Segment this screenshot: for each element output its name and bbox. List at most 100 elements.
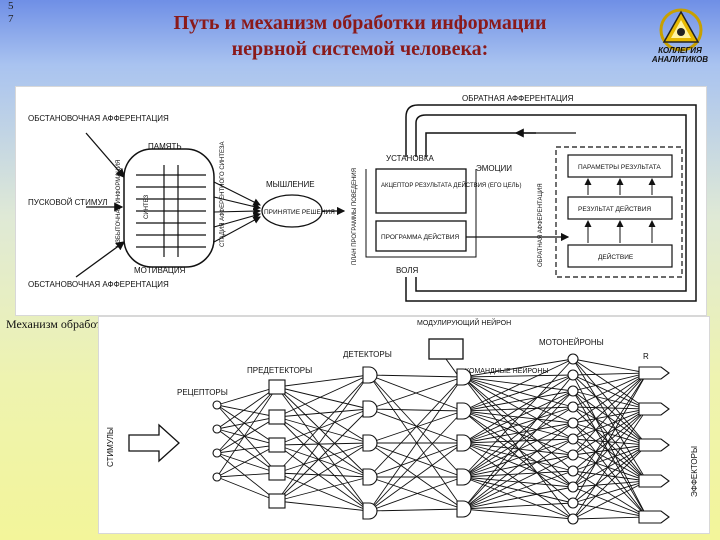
results-label: РЕЗУЛЬТАТ ДЕЙСТВИЯ — [578, 204, 651, 213]
modulating-neuron — [428, 338, 464, 360]
motoneuron-node — [567, 353, 579, 365]
predetector-node — [268, 465, 286, 481]
receptor-link — [216, 416, 278, 430]
predetector-link — [276, 374, 370, 474]
motor-link — [572, 444, 648, 456]
command-link — [462, 390, 574, 510]
emotions-label: ЭМОЦИИ — [476, 164, 512, 173]
detector-link — [368, 374, 464, 378]
page-number: 5 7 — [8, 0, 14, 25]
motor-link — [572, 444, 648, 504]
effector-node — [638, 438, 670, 452]
feedback-label: ОБРАТНАЯ АФФЕРЕНТАЦИЯ — [462, 94, 574, 103]
detector-link — [368, 442, 464, 510]
predetector-link — [276, 386, 370, 444]
detector-link — [368, 408, 464, 444]
predetector-node — [268, 493, 286, 509]
command-link — [462, 374, 574, 444]
receptor-link — [216, 404, 278, 418]
motor-link — [572, 372, 648, 488]
params-box — [567, 154, 673, 178]
functional-system-diagram: ОБСТАНОВОЧНАЯ АФФЕРЕНТАЦИЯ ПУСКОВОЙ СТИМ… — [15, 86, 707, 316]
motor-link — [572, 390, 648, 518]
command-link — [462, 376, 574, 520]
predetector-link — [276, 416, 370, 478]
effector-node — [638, 402, 670, 416]
command-link — [462, 486, 574, 510]
detector-link — [368, 476, 464, 512]
motor-link — [572, 422, 648, 446]
motor-link — [572, 486, 648, 518]
receptor-link — [216, 416, 278, 454]
motoneuron-node — [567, 481, 579, 493]
command-link — [462, 358, 574, 478]
logo-text: КОЛЛЕГИЯ АНАЛИТИКОВ — [640, 46, 720, 64]
effectors-label: ЭФФЕКТОРЫ — [690, 446, 699, 497]
motor-link — [572, 480, 648, 520]
predetector-link — [276, 472, 370, 478]
receptor-link — [216, 386, 278, 406]
motor-link — [572, 358, 648, 374]
slide-title: Путь и механизм обработки информации нер… — [120, 10, 600, 62]
motor-link — [572, 390, 648, 410]
stimulus-arrow-icon — [128, 423, 180, 463]
command-link — [462, 374, 574, 412]
effector-node — [638, 474, 670, 488]
motor-link — [572, 372, 648, 392]
motor-link — [572, 444, 648, 488]
logo-icon — [659, 8, 703, 52]
command-link — [462, 438, 574, 444]
receptor-link — [216, 428, 278, 446]
results-box — [567, 196, 673, 220]
command-link — [462, 374, 574, 378]
vertical-left-label: ИЗБЫТОЧНАЯ ИНФОРМАЦИЯ — [116, 160, 122, 247]
motor-link — [572, 438, 648, 518]
predetector-link — [276, 500, 370, 512]
predetector-link — [276, 476, 370, 502]
receptor-link — [216, 476, 278, 502]
motor-link — [572, 422, 648, 482]
motoneuron-node — [567, 449, 579, 461]
detector-link — [368, 410, 464, 512]
vertical-plan-label: ПЛАН ПРОГРАММЫ ПОВЕДЕНИЯ — [352, 168, 358, 265]
stimuli-label: СТИМУЛЫ — [106, 427, 115, 467]
modulating-label: МОДУЛИРУЮЩИЙ НЕЙРОН — [417, 318, 511, 327]
motor-link — [572, 390, 648, 482]
motor-link — [572, 406, 648, 446]
predetector-link — [276, 442, 370, 474]
receptor-link — [216, 444, 278, 478]
receptor-link — [216, 404, 278, 446]
command-neuron-node — [456, 368, 472, 386]
motor-link — [572, 480, 648, 504]
predetectors-label: ПРЕДЕТЕКТОРЫ — [247, 366, 312, 375]
command-link — [462, 502, 574, 510]
command-link — [462, 442, 574, 520]
predetector-link — [276, 408, 370, 418]
motor-link — [572, 480, 648, 488]
program-box — [375, 220, 467, 252]
motor-link — [572, 438, 648, 446]
motor-link — [572, 358, 648, 410]
command-link — [462, 422, 574, 510]
command-link — [462, 390, 574, 478]
predetector-link — [276, 386, 370, 512]
predetector-link — [276, 374, 370, 388]
receptor-link — [216, 386, 278, 454]
motoneuron-node — [567, 369, 579, 381]
motor-link — [572, 390, 648, 446]
motor-link — [572, 358, 648, 482]
motor-link — [572, 374, 648, 518]
receptor-link — [216, 386, 278, 430]
detectors-label: ДЕТЕКТОРЫ — [343, 350, 392, 359]
motor-link — [572, 372, 648, 424]
trigger-label: ПУСКОВОЙ СТИМУЛ — [28, 198, 108, 207]
receptor-node — [212, 424, 222, 434]
motor-link — [572, 374, 648, 446]
command-link — [462, 376, 574, 440]
motor-link — [572, 422, 648, 518]
motoneurons-label: МОТОНЕЙРОНЫ — [539, 338, 604, 347]
thinking-label: МЫШЛЕНИЕ — [266, 180, 315, 189]
will-label: ВОЛЯ — [396, 266, 418, 275]
receptor-link — [216, 386, 278, 478]
predetector-link — [276, 444, 370, 512]
